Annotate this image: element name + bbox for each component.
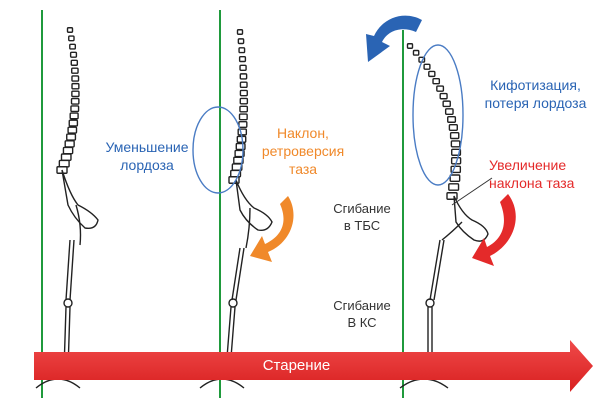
vertebra (72, 68, 78, 73)
vertebra (239, 48, 245, 53)
vertebra (239, 122, 247, 128)
vertebra (72, 91, 79, 96)
vertebra (71, 106, 79, 112)
vertebra (451, 133, 459, 139)
vertebra (240, 65, 246, 70)
vertebra (240, 57, 246, 62)
red-rotation-arrow (472, 194, 516, 266)
vertebra (433, 79, 439, 84)
vertebra (451, 141, 459, 147)
vertebra (238, 129, 246, 135)
vertebra (72, 99, 79, 104)
vertebra (72, 84, 79, 89)
vertebra (413, 50, 418, 55)
vertebra (440, 94, 447, 99)
vertebra (72, 76, 79, 81)
vertebra (70, 44, 76, 49)
aging-label: Старение (0, 358, 593, 374)
vertebra (59, 160, 69, 166)
vertebra (61, 154, 70, 160)
vertebra (448, 117, 456, 123)
vertebra (450, 175, 459, 181)
vertebra (446, 109, 453, 114)
vertebra (71, 60, 77, 65)
vertebra (240, 74, 246, 79)
vertebra (67, 134, 76, 140)
vertebra (437, 86, 444, 91)
vertebra (70, 113, 78, 119)
vertebra (449, 184, 459, 190)
vertebra (443, 101, 450, 106)
vertebra (238, 30, 243, 35)
vertebra (240, 90, 247, 95)
vertebra (240, 114, 248, 120)
vertebra (238, 39, 243, 44)
vertebra (69, 120, 77, 126)
vertebra (68, 28, 73, 33)
skeleton-young (36, 28, 98, 388)
vertebra (408, 44, 413, 49)
vertebra (71, 52, 77, 57)
vertebra (449, 125, 457, 131)
pointer-line-hip (452, 178, 492, 205)
kyphosis-ellipse (413, 45, 463, 185)
vertebra (240, 82, 247, 87)
vertebra (429, 71, 435, 76)
skeleton-middle (200, 30, 272, 388)
vertebra (65, 141, 74, 147)
vertebra (240, 106, 247, 111)
skeleton-old (400, 44, 488, 388)
vertebra (63, 147, 72, 153)
vertebra (69, 36, 74, 41)
label-kyphosis: Кифотизация,потеря лордоза (478, 76, 593, 112)
vertebra (240, 98, 247, 103)
vertebra (424, 64, 430, 69)
vertebra (68, 127, 76, 133)
